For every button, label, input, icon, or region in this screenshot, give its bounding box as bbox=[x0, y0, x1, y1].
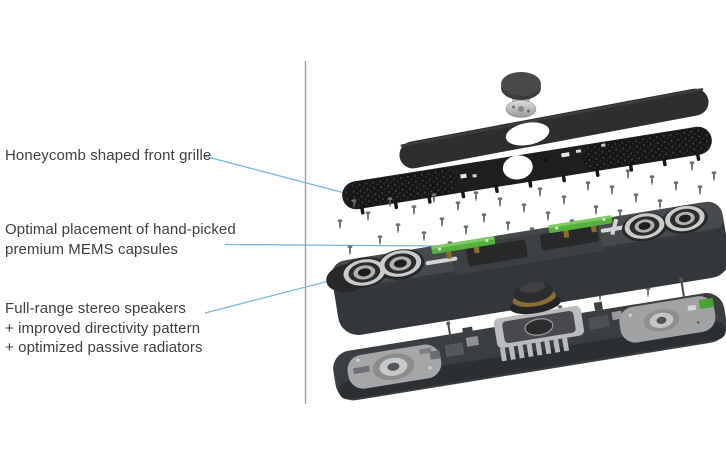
grille-cutout bbox=[460, 173, 467, 179]
grille-hole-dot bbox=[431, 182, 435, 187]
pcb-top-edge bbox=[431, 236, 495, 250]
main-chassis bbox=[326, 201, 726, 335]
top-knob bbox=[501, 72, 541, 118]
passive-radiator-right bbox=[619, 296, 716, 343]
knob-center-hole bbox=[518, 106, 524, 112]
callout-speakers-line-3: + optimized passive radiators bbox=[5, 339, 203, 356]
leader-line-mems bbox=[224, 243, 438, 247]
callout-mems-line-1: Optimal placement of hand-picked bbox=[5, 221, 236, 238]
grille-cutout bbox=[575, 149, 582, 154]
fabric-cover bbox=[399, 88, 709, 169]
callout-grille: Honeycomb shaped front grille bbox=[5, 146, 211, 166]
callout-mems-line-2: premium MEMS capsules bbox=[5, 240, 178, 258]
leader-line-grille bbox=[203, 155, 357, 197]
grille-pegs bbox=[360, 152, 701, 215]
chassis-recess-right bbox=[540, 226, 599, 251]
chassis-recess-left bbox=[466, 239, 528, 267]
heatsink-fins bbox=[499, 337, 570, 362]
component-box bbox=[429, 350, 441, 360]
antenna-pin bbox=[680, 280, 685, 297]
speaker-driver-left-2 bbox=[379, 250, 422, 277]
callout-speakers-line-2: + improved directivity pattern bbox=[5, 319, 201, 337]
component-box bbox=[444, 342, 465, 358]
speaker-driver-right-2 bbox=[664, 205, 705, 232]
knob-screw-dot bbox=[527, 109, 530, 113]
pcb-foot bbox=[446, 251, 453, 259]
component-box bbox=[593, 301, 603, 311]
rear-chassis-assembly bbox=[333, 277, 726, 401]
grille-camera-hole bbox=[502, 155, 533, 180]
antenna-tip bbox=[679, 277, 684, 282]
callout-speakers: Full-range stereo speakers + improved di… bbox=[5, 299, 203, 358]
pcb-component bbox=[602, 217, 606, 222]
component-box bbox=[588, 314, 610, 330]
honeycomb-grille bbox=[342, 126, 712, 215]
woofer-dome-highlight bbox=[519, 282, 546, 293]
fabric-bar bbox=[399, 88, 709, 169]
mems-pcb-left bbox=[431, 236, 496, 259]
fabric-camera-hole bbox=[505, 122, 550, 146]
antenna-tip bbox=[446, 321, 451, 326]
callout-speakers-line-1: Full-range stereo speakers bbox=[5, 300, 187, 317]
callout-grille-line-1: Honeycomb shaped front grille bbox=[5, 147, 212, 164]
grille-honeycomb-right bbox=[583, 127, 710, 170]
module-lens-ring bbox=[524, 318, 554, 336]
component-box bbox=[462, 326, 474, 339]
pcb-foot bbox=[590, 224, 597, 233]
pcb-foot bbox=[563, 230, 570, 238]
grille-cutout bbox=[601, 143, 606, 147]
pcb-component bbox=[485, 238, 489, 243]
chassis-white-notch bbox=[610, 218, 619, 236]
grille-honeycomb-left bbox=[346, 168, 458, 208]
grille-cutout bbox=[561, 152, 570, 158]
grille-cutout bbox=[472, 174, 477, 178]
grille-hole-dot bbox=[543, 158, 548, 163]
pcb-component bbox=[437, 247, 442, 251]
green-connector bbox=[698, 297, 714, 309]
knob-disc-top bbox=[501, 72, 541, 96]
antenna-pin bbox=[447, 324, 452, 341]
knob-screw-dot bbox=[512, 105, 515, 109]
pcb-top-edge bbox=[548, 215, 612, 229]
center-woofer-module bbox=[493, 282, 585, 362]
passive-radiator-left bbox=[347, 344, 442, 389]
pcb-foot bbox=[473, 245, 480, 254]
fabric-highlight bbox=[400, 88, 704, 147]
speaker-driver-right-1 bbox=[624, 213, 665, 239]
component-box bbox=[465, 335, 480, 347]
speaker-driver-left-1 bbox=[343, 259, 386, 286]
callout-mems: Optimal placement of hand-picked premium… bbox=[5, 220, 236, 259]
chassis-white-slot bbox=[425, 256, 458, 266]
mems-pcb-right bbox=[548, 215, 613, 238]
pcb-component bbox=[555, 226, 559, 230]
